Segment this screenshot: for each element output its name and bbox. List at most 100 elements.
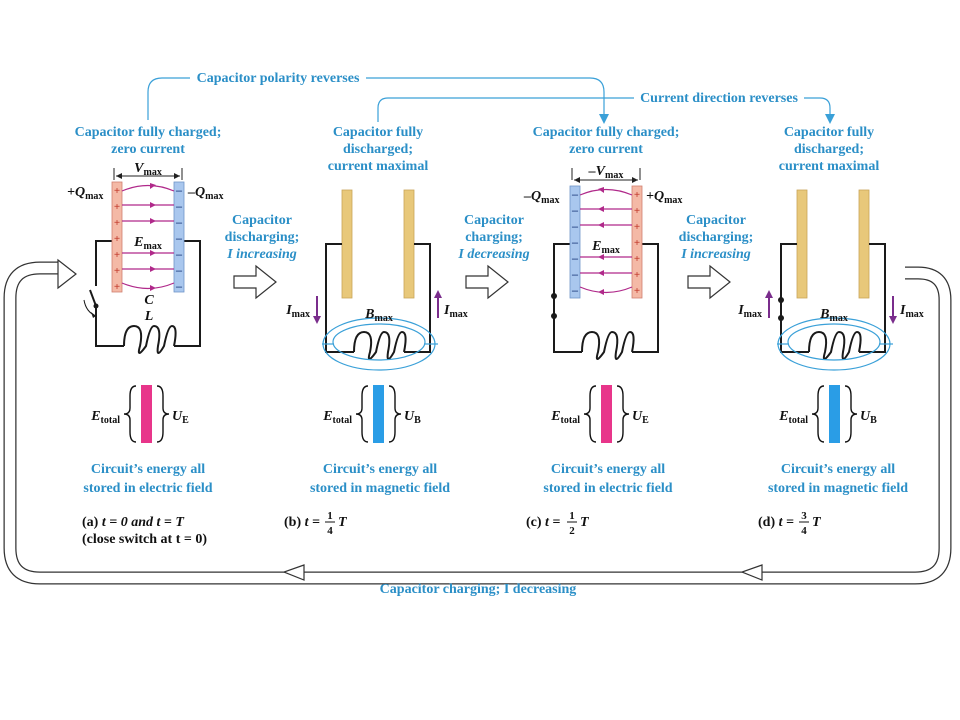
svg-text:–: – bbox=[175, 183, 183, 197]
svg-text:T: T bbox=[812, 515, 822, 530]
stage-a-energy-bar bbox=[141, 385, 152, 443]
stage-a-plate-positive bbox=[111, 181, 123, 293]
svg-text:–: – bbox=[175, 279, 183, 293]
transition-ab-line2: discharging; bbox=[225, 230, 300, 245]
svg-text:1: 1 bbox=[569, 510, 575, 522]
stage-a-ind-label: L bbox=[144, 309, 154, 324]
stage-c-caption-line2: stored in electric field bbox=[543, 481, 672, 496]
transition-bc-line1: Capacitor bbox=[464, 213, 524, 228]
stage-c-energy-bar bbox=[601, 385, 612, 443]
stage-d-energy-bar bbox=[829, 385, 840, 443]
stage-c-plate-negative bbox=[569, 185, 581, 299]
stage-a-plate-negative bbox=[173, 181, 185, 293]
return-loop: Capacitor charging; I decreasing bbox=[3, 258, 952, 597]
transition-arrow-ab: Capacitor discharging; I increasing bbox=[225, 213, 300, 300]
stage-d-energy-ub: UB bbox=[860, 409, 877, 426]
stage-d-header-line1: Capacitor fully bbox=[784, 125, 874, 140]
stage-c-header-line1: Capacitor fully charged; bbox=[533, 125, 680, 140]
stage-a-field-lines bbox=[121, 184, 175, 290]
svg-text:–: – bbox=[175, 263, 183, 277]
svg-text:(c) t =: (c) t = bbox=[526, 515, 560, 530]
stage-c-inductor bbox=[581, 330, 635, 360]
stage-d-b-label: Bmax bbox=[819, 307, 848, 324]
transition-cd-line1: Capacitor bbox=[686, 213, 746, 228]
stage-b-energy-ub: UB bbox=[404, 409, 421, 426]
stage-b-current-left-label: Imax bbox=[285, 303, 310, 320]
stage-b-energy-bar bbox=[373, 385, 384, 443]
svg-text:4: 4 bbox=[801, 525, 807, 537]
svg-text:+: + bbox=[634, 269, 640, 281]
switch bbox=[89, 289, 97, 307]
transition-arrow-icon bbox=[233, 264, 277, 300]
transition-bc-line2: charging; bbox=[465, 230, 523, 245]
stage-d-magnetic-field bbox=[777, 317, 893, 371]
svg-text:2: 2 bbox=[569, 525, 575, 537]
stage-d-time-label: (d) t = 3 4 T bbox=[758, 510, 822, 537]
stage-d-header-line3: current maximal bbox=[779, 159, 880, 174]
stage-d-caption-line2: stored in magnetic field bbox=[768, 481, 908, 496]
stage-c-caption-line1: Circuit’s energy all bbox=[551, 462, 665, 477]
loop-arrowhead-bottom-right bbox=[740, 564, 763, 581]
svg-text:+: + bbox=[634, 221, 640, 233]
stage-a-plus-signs: +++++++ bbox=[114, 185, 120, 293]
stage-b-caption-line1: Circuit’s energy all bbox=[323, 462, 437, 477]
svg-text:4: 4 bbox=[327, 525, 333, 537]
stage-a-energy-ue: UE bbox=[172, 409, 189, 426]
stage-a-caption-line2: stored in electric field bbox=[83, 481, 212, 496]
stage-c-field-lines bbox=[579, 188, 633, 294]
svg-text:T: T bbox=[580, 515, 590, 530]
stage-b-plate-left bbox=[341, 189, 353, 299]
transition-arrow-icon bbox=[465, 264, 509, 300]
svg-text:(d) t =: (d) t = bbox=[758, 515, 794, 530]
stage-c-energy-total: Etotal bbox=[550, 409, 580, 426]
stage-a-header-line2: zero current bbox=[111, 142, 185, 157]
svg-text:+: + bbox=[634, 285, 640, 297]
current-arrowhead bbox=[825, 114, 835, 124]
stage-d-inductor bbox=[808, 330, 862, 360]
stage-c-left-charge: –Qmax bbox=[523, 189, 559, 206]
stage-c-voltage-label: –Vmax bbox=[588, 164, 624, 181]
stage-b-magnetic-field bbox=[322, 317, 438, 371]
transition-cd-line2: discharging; bbox=[679, 230, 754, 245]
svg-text:+: + bbox=[114, 233, 120, 245]
stage-b-current-right-label: Imax bbox=[443, 303, 468, 320]
svg-text:–: – bbox=[175, 199, 183, 213]
stage-d: Capacitor fully discharged; current maxi… bbox=[737, 125, 924, 537]
transition-cd-line3: I increasing bbox=[680, 247, 751, 262]
polarity-reverses-annotation: Capacitor polarity reverses bbox=[147, 70, 609, 124]
svg-text:+: + bbox=[114, 185, 120, 197]
transition-arrow-icon bbox=[687, 264, 731, 300]
svg-text:–: – bbox=[571, 187, 579, 201]
stage-d-plate-right bbox=[858, 189, 870, 299]
svg-text:+: + bbox=[114, 201, 120, 213]
stage-c-header-line2: zero current bbox=[569, 142, 643, 157]
stage-c-right-charge: +Qmax bbox=[646, 189, 682, 206]
svg-text:–: – bbox=[571, 203, 579, 217]
svg-text:1: 1 bbox=[327, 510, 333, 522]
transition-arrow-bc: Capacitor charging; I decreasing bbox=[457, 213, 530, 300]
svg-text:(b) t =: (b) t = bbox=[284, 515, 320, 530]
stage-b-header-line3: current maximal bbox=[328, 159, 429, 174]
svg-text:–: – bbox=[175, 231, 183, 245]
svg-text:+: + bbox=[114, 217, 120, 229]
stage-a-voltage-label: Vmax bbox=[134, 161, 162, 178]
stage-d-plate-left bbox=[796, 189, 808, 299]
stage-c-minus-signs: ––––––– bbox=[571, 187, 579, 297]
stage-c: Capacitor fully charged; zero current –V… bbox=[523, 125, 682, 537]
stage-d-current-right-label: Imax bbox=[899, 303, 924, 320]
transition-ab-line3: I increasing bbox=[226, 247, 297, 262]
svg-text:–: – bbox=[571, 283, 579, 297]
stage-d-header-line2: discharged; bbox=[794, 142, 864, 157]
stage-a-field-label: Emax bbox=[133, 235, 162, 252]
current-reverses-label: Current direction reverses bbox=[640, 91, 798, 106]
stage-d-energy-total: Etotal bbox=[778, 409, 808, 426]
stage-a-minus-signs: ––––––– bbox=[175, 183, 183, 293]
polarity-arrowhead bbox=[599, 114, 609, 124]
stage-b-header-line2: discharged; bbox=[343, 142, 413, 157]
transition-bc-line3: I decreasing bbox=[457, 247, 529, 262]
svg-text:–: – bbox=[571, 267, 579, 281]
stage-d-current-left-label: Imax bbox=[737, 303, 762, 320]
svg-text:+: + bbox=[634, 205, 640, 217]
svg-text:+: + bbox=[114, 249, 120, 261]
